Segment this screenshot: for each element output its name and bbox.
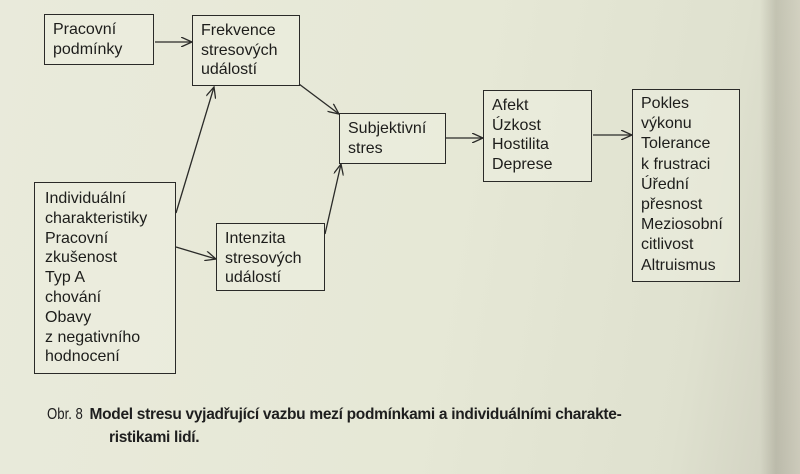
node-line: Afekt <box>492 97 529 114</box>
caption-text-continued: ristikami lidí. <box>109 429 200 446</box>
node-line: Frekvence <box>201 22 276 39</box>
node-intenzita: Intenzita stresových událostí <box>216 223 325 291</box>
node-line: k frustraci <box>641 155 711 173</box>
node-line: Meziosobní <box>641 216 723 234</box>
node-line: Subjektivní <box>348 120 427 137</box>
node-line: Pracovní <box>53 21 117 38</box>
node-line: Úzkost <box>492 116 541 134</box>
node-line: charakteristiky <box>45 209 148 227</box>
node-line: Pracovní <box>45 229 109 247</box>
node-line: chování <box>45 288 102 306</box>
node-line: Úřední <box>641 175 690 193</box>
arrow-individualni-intenzita <box>175 246 216 259</box>
node-individualni: Individuální charakteristiky Pracovní zk… <box>34 182 176 374</box>
node-pokles: Pokles výkonu Tolerance k frustraci Úřed… <box>632 89 740 282</box>
node-line: událostí <box>225 269 282 286</box>
node-line: Obavy <box>45 308 92 326</box>
figure-caption: Obr. 8 Model stresu vyjadřující vazbu me… <box>47 403 767 449</box>
node-subjektivni-stres: Subjektivní stres <box>339 113 446 164</box>
node-line: Typ A <box>45 269 86 287</box>
node-line: Intenzita <box>225 230 286 247</box>
node-line: Altruismus <box>641 256 716 274</box>
node-line: Deprese <box>492 155 553 173</box>
arrow-individualni-frekvence <box>175 87 214 214</box>
page-edge-shadow <box>760 0 800 474</box>
node-line: událostí <box>201 61 258 78</box>
node-line: zkušenost <box>45 249 118 267</box>
node-line: Tolerance <box>641 135 711 153</box>
node-line: stresových <box>225 249 302 267</box>
node-line: Pokles <box>641 95 690 112</box>
caption-label: Obr. 8 <box>47 406 83 423</box>
node-pracovni-podminky: Pracovní podmínky <box>44 14 154 65</box>
node-line: citlivost <box>641 236 694 254</box>
node-line: stres <box>348 139 383 157</box>
node-line: výkonu <box>641 115 692 133</box>
caption-text: Model stresu vyjadřující vazbu mezí podm… <box>89 406 622 423</box>
arrow-frekvence-subjektivni <box>298 83 339 114</box>
node-line: přesnost <box>641 196 703 214</box>
arrow-intenzita-subjektivni <box>324 164 341 235</box>
node-line: hodnocení <box>45 348 120 366</box>
node-afekt: Afekt Úzkost Hostilita Deprese <box>483 90 592 182</box>
node-frekvence: Frekvence stresových událostí <box>192 15 300 86</box>
node-line: stresových <box>201 41 278 59</box>
node-line: Hostilita <box>492 136 549 153</box>
node-line: z negativního <box>45 328 141 346</box>
node-line: Individuální <box>45 190 126 207</box>
node-line: podmínky <box>53 40 123 58</box>
